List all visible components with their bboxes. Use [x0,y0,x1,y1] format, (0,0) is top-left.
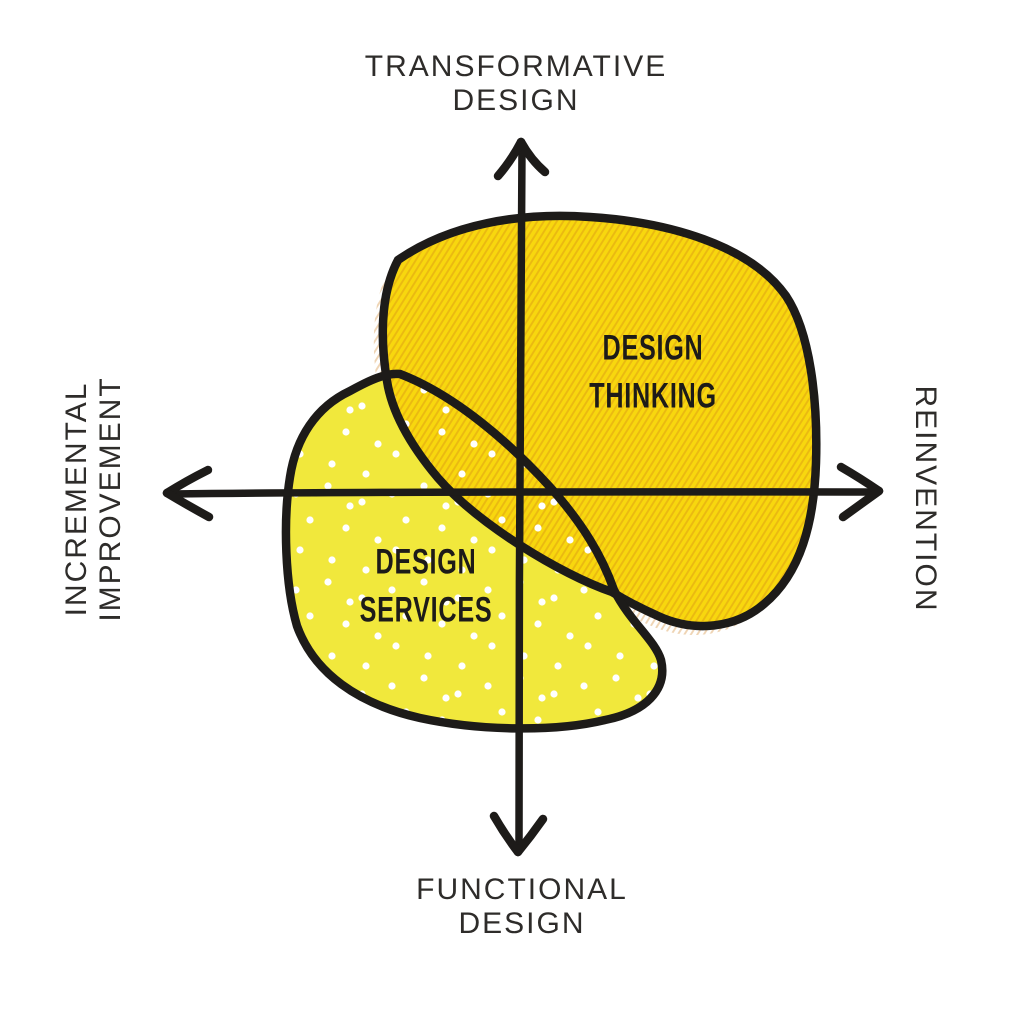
services-blob-outline [281,369,667,733]
services-label-line1: DESIGN [375,542,477,582]
thinking-label-line2: THINKING [589,377,717,416]
arrowhead-down-icon [489,811,548,857]
arrowhead-right-icon [836,462,884,522]
arrowhead-left-icon [162,465,214,522]
axis-bottom-line1: FUNCTIONAL [416,873,628,907]
services-blob-dots [285,373,663,729]
design-services-label: DESIGN SERVICES [360,539,493,636]
design-thinking-label: DESIGN THINKING [589,325,717,422]
axis-left-line2: IMPROVEMENT [94,376,127,622]
axis-bottom-line2: DESIGN [458,907,586,940]
axis-top-line1: TRANSFORMATIVE [364,50,668,84]
axis-label-reinvention: REINVENTION [908,385,942,612]
design-services-blob [285,373,663,729]
x-axis-line [168,488,878,498]
axes [162,137,884,857]
axis-label-transformative-design: TRANSFORMATIVE DESIGN [365,50,667,118]
axis-label-incremental-improvement: INCREMENTAL IMPROVEMENT [60,376,128,621]
arrowhead-up-icon [493,137,550,181]
thinking-blob-outline [378,211,821,631]
thinking-label-line1: DESIGN [602,328,704,368]
services-label-line2: SERVICES [359,591,493,630]
axis-left-line1: INCREMENTAL [60,381,94,617]
y-axis-line [515,144,526,852]
axis-top-line2: DESIGN [452,84,580,117]
axis-label-functional-design: FUNCTIONAL DESIGN [416,873,628,941]
axis-right-line1: REINVENTION [908,385,942,613]
